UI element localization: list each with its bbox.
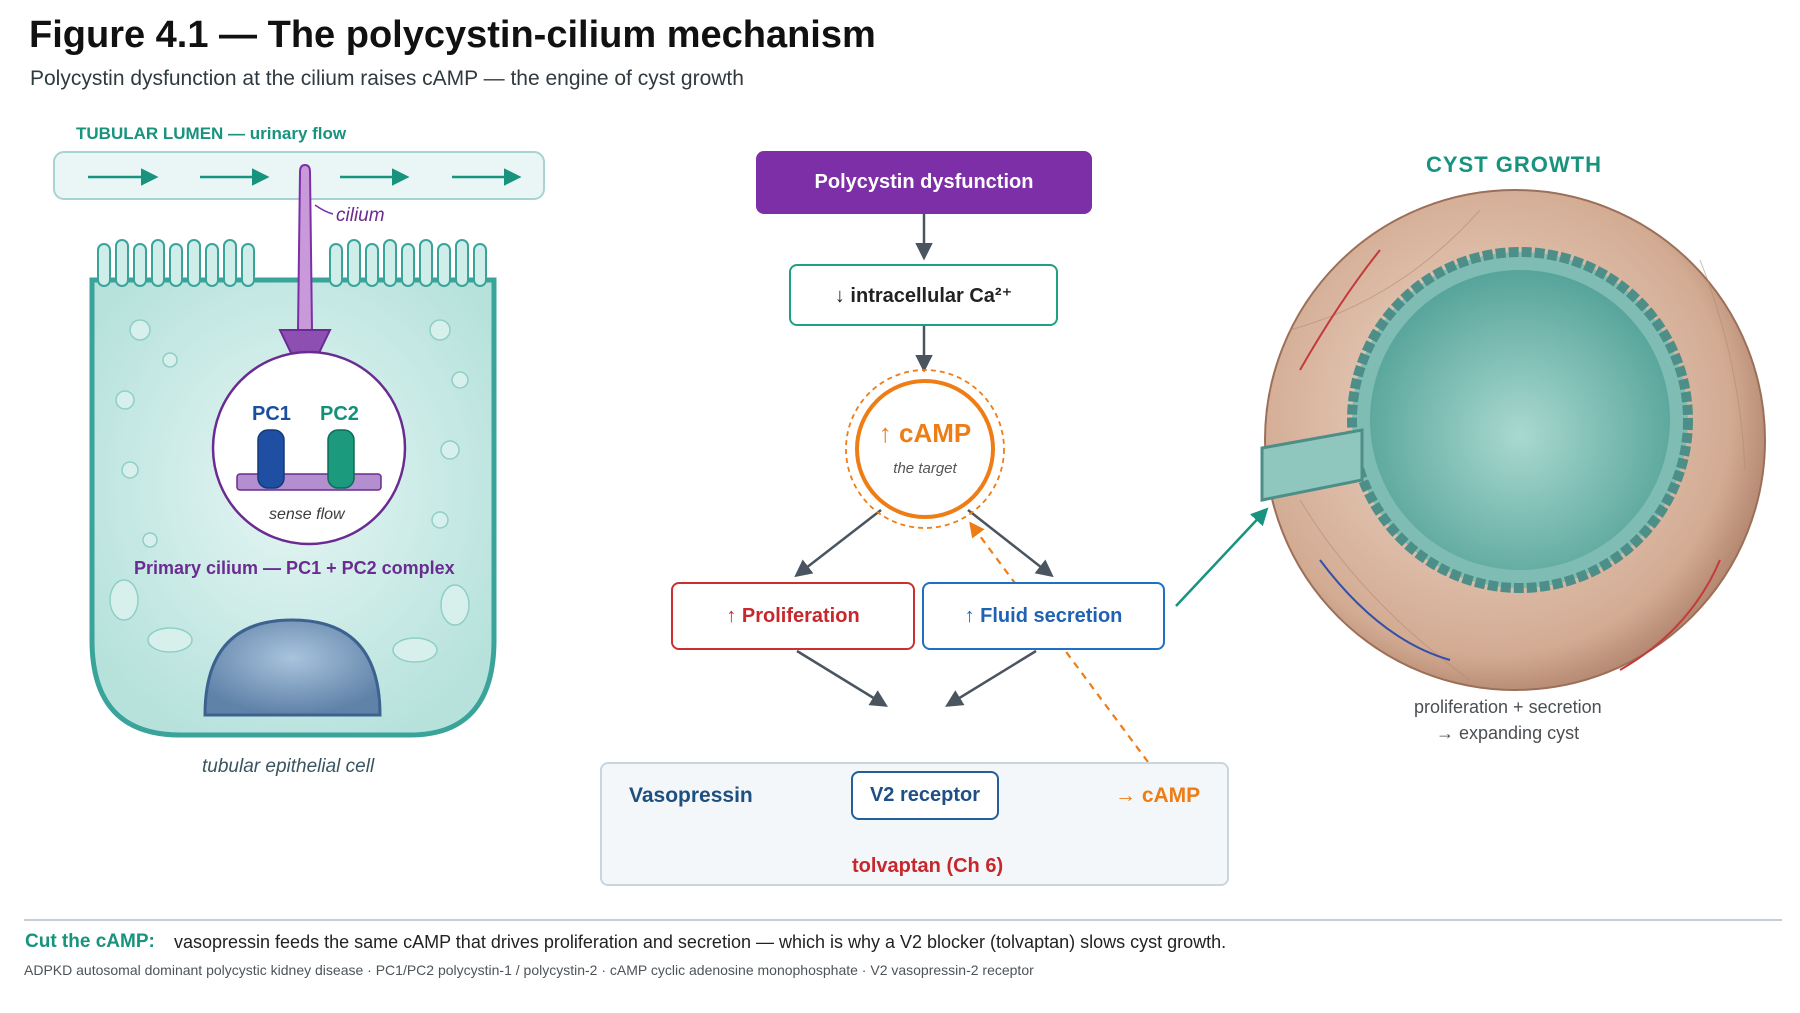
sense-flow-label: sense flow	[269, 506, 345, 523]
cyst-illustration	[1260, 189, 1766, 691]
intracellular-calcium-box: ↓ intracellular Ca²⁺	[789, 264, 1058, 326]
pc1-label: PC1	[252, 403, 291, 425]
pc1-pc2-inset	[211, 350, 407, 546]
cyst-caption-line1: proliferation + secretion	[1414, 697, 1602, 717]
fluid-secretion-box: ↑ Fluid secretion	[922, 582, 1165, 650]
figure-subtitle: Polycystin dysfunction at the cilium rai…	[30, 67, 744, 90]
cilium-complex-label: Primary cilium — PC1 + PC2 complex	[134, 558, 455, 578]
footer-abbreviations: ADPKD autosomal dominant polycystic kidn…	[24, 962, 1034, 978]
proliferation-box: ↑ Proliferation	[671, 582, 915, 650]
camp-node	[845, 369, 1005, 529]
tolvaptan-label: tolvaptan (Ch 6)	[852, 855, 1004, 877]
vasopressin-camp-label: → cAMP	[1115, 784, 1201, 807]
lumen-label: TUBULAR LUMEN — urinary flow	[76, 124, 347, 143]
cyst-growth-title: CYST GROWTH	[1426, 152, 1602, 177]
v2-receptor-box: V2 receptor	[851, 771, 999, 820]
cilium-label: cilium	[336, 205, 385, 226]
polycystin-dysfunction-box: Polycystin dysfunction	[756, 151, 1092, 214]
cyst-caption-line2: → expanding cyst	[1436, 723, 1580, 743]
figure-title: Figure 4.1 — The polycystin-cilium mecha…	[29, 14, 876, 56]
footer-text: vasopressin feeds the same cAMP that dri…	[174, 932, 1227, 952]
cell-caption: tubular epithelial cell	[202, 756, 375, 777]
camp-label: ↑ cAMP	[878, 418, 972, 448]
camp-target-note: the target	[893, 460, 957, 477]
primary-cilium	[278, 163, 334, 356]
footer-divider	[24, 919, 1782, 921]
vasopressin-label: Vasopressin	[629, 784, 753, 807]
footer-lead: Cut the cAMP:	[25, 931, 155, 952]
pc2-label: PC2	[320, 403, 359, 425]
